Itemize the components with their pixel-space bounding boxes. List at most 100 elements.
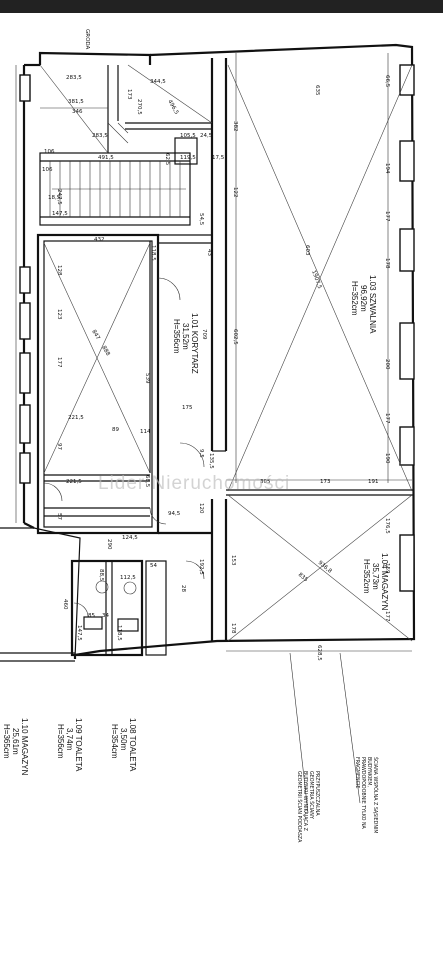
room-name: MAGAZYN [20,736,29,776]
dim-label: 119,5 [180,155,196,161]
dim-label: 106 [44,149,55,155]
floor-plan[interactable]: 635 66,5 194 177 178 200 177 190 176,5 1… [0,13,443,960]
svg-text:1.01 KORYTARZ: 1.01 KORYTARZ [190,313,199,374]
room-diagonals [39,64,413,642]
room-name: SZWALNIA [368,293,377,334]
dim-label: 94,5 [168,511,181,517]
dim-label: 305 [260,479,271,485]
dim-label: 888 [100,345,111,358]
dim-label: 178 [230,623,236,634]
dim-label: 173 [320,479,331,485]
room-label-1-03: 1.03 SZWALNIA 96,92m H=352cm [350,275,377,334]
dim-label: 496,5 [166,99,179,116]
room-height: H=356cm [172,319,181,354]
dimension-labels: 635 66,5 194 177 178 200 177 190 176,5 1… [42,75,390,661]
dim-label: 62,5 [164,153,170,166]
dim-label: 200 [384,359,390,370]
dim-label: 709 [201,329,207,340]
top-status-bar [0,0,443,13]
note-line: GEOMETRIA ŚCIANY [308,771,315,819]
dim-label: 178 [384,258,390,269]
dim-label: 97 [56,443,62,450]
dimension-lines [15,53,412,814]
dim-label: 9,5 [198,449,204,458]
room-height: H=356cm [56,724,65,759]
room-area: 25,61m [11,728,20,755]
dim-label: 847 [90,329,101,342]
note-line: PRZYPUSZCZALNA [314,771,320,816]
room-area: 96,92m [359,285,368,312]
room-name: MAGAZYN [380,571,389,611]
dim-label: 344,5 [150,79,166,85]
dim-label: 602,5 [232,329,238,345]
svg-text:1.03 SZWALNIA: 1.03 SZWALNIA [368,275,377,334]
room-height: H=354cm [110,724,119,759]
room-label-1-01: 1.01 KORYTARZ 31,52m H=356cm [172,313,199,374]
room-label-1-09: 1.09 TOALETA 3,74m H=356cm [56,718,83,772]
dim-label: 221,5 [66,479,82,485]
room-id: 1.04 [380,553,389,569]
room-label-1-04: 1.04 MAGAZYN 35,73m H=352cm [362,553,389,611]
stair-treads [40,107,186,217]
dim-label: 43 [206,249,212,256]
room-height: H=365cm [2,724,11,759]
note-line: BUDYNKIEM, [366,757,372,787]
note-line: FRAGMENCIE [354,757,360,788]
dim-label: 190 [384,453,390,464]
dim-label: 346 [72,109,83,115]
dim-label: 122 [232,187,238,198]
room-label-1-08: 1.08 TOALETA 3,50m H=354cm [110,718,137,772]
dim-label: 247,5 [56,189,62,205]
dim-label: 491,5 [98,155,114,161]
dim-label: 124,5 [122,535,138,541]
room-id: 1.09 [74,718,83,734]
dim-label: 34 [102,613,109,619]
dim-label: 24,5 [200,133,213,139]
room-area: 3,50m [119,728,128,751]
dim-label: 176,5 [384,518,390,534]
note-line: GEOMETRII ŚCIAN PODDASZA [296,771,303,843]
room-name: TOALETA [74,736,83,772]
dim-label: 88,5 [98,569,104,582]
room-id: 1.01 [190,313,199,329]
room-label-1-10: 1.10 MAGAZYN 25,61m H=365cm [2,718,29,776]
dim-label: 147,5 [52,211,68,217]
dim-label: 68,5 [144,475,150,488]
dim-label: 290 [106,539,112,550]
dim-label: 194 [384,163,390,174]
dim-label: 177 [56,357,62,368]
dim-label: 177 [384,413,390,424]
svg-text:1.08 TOALETA: 1.08 TOALETA [128,718,137,772]
note-line: PRAWDOPODOBNIE TYLKO NA [360,757,366,830]
dim-label: 192,5 [198,559,204,575]
dim-label: 159 [384,563,390,574]
dim-label: 118,5 [150,245,156,261]
dim-label: 175 [182,405,193,411]
dim-label: 460 [62,599,68,610]
dim-label: 17,5 [212,155,225,161]
dim-label: 191 [368,479,379,485]
svg-text:1.09 TOALETA: 1.09 TOALETA [74,718,83,772]
dim-label: 177 [384,611,390,622]
dim-label: 603 [304,245,310,256]
room-area: 35,73m [371,563,380,590]
dim-label: 89 [112,427,119,433]
room-id: 1.08 [128,718,137,734]
dim-label: 628,5 [316,645,322,661]
dim-label: 128 [56,265,62,276]
dim-label: 112,5 [120,575,136,581]
room-id: 1.10 [20,718,29,734]
dim-label: 28 [180,585,186,592]
dim-label: 66,5 [384,75,390,88]
dim-label: 432 [94,237,105,243]
dim-label: 118,5 [116,625,122,641]
dim-label: 835 [297,572,309,584]
dim-label: 135,5 [208,453,214,469]
windows-right [399,64,415,592]
dim-label: 114 [140,429,151,435]
dim-label: 177 [384,211,390,222]
dim-label: 54,5 [198,213,204,226]
dim-label: 539 [144,373,150,384]
note-line: ŚCIANA WSPÓLNA Z SĄSIEDNIM [372,757,379,833]
note-line: BUDYNKU WYNIKAJĄCA Z [302,771,308,832]
